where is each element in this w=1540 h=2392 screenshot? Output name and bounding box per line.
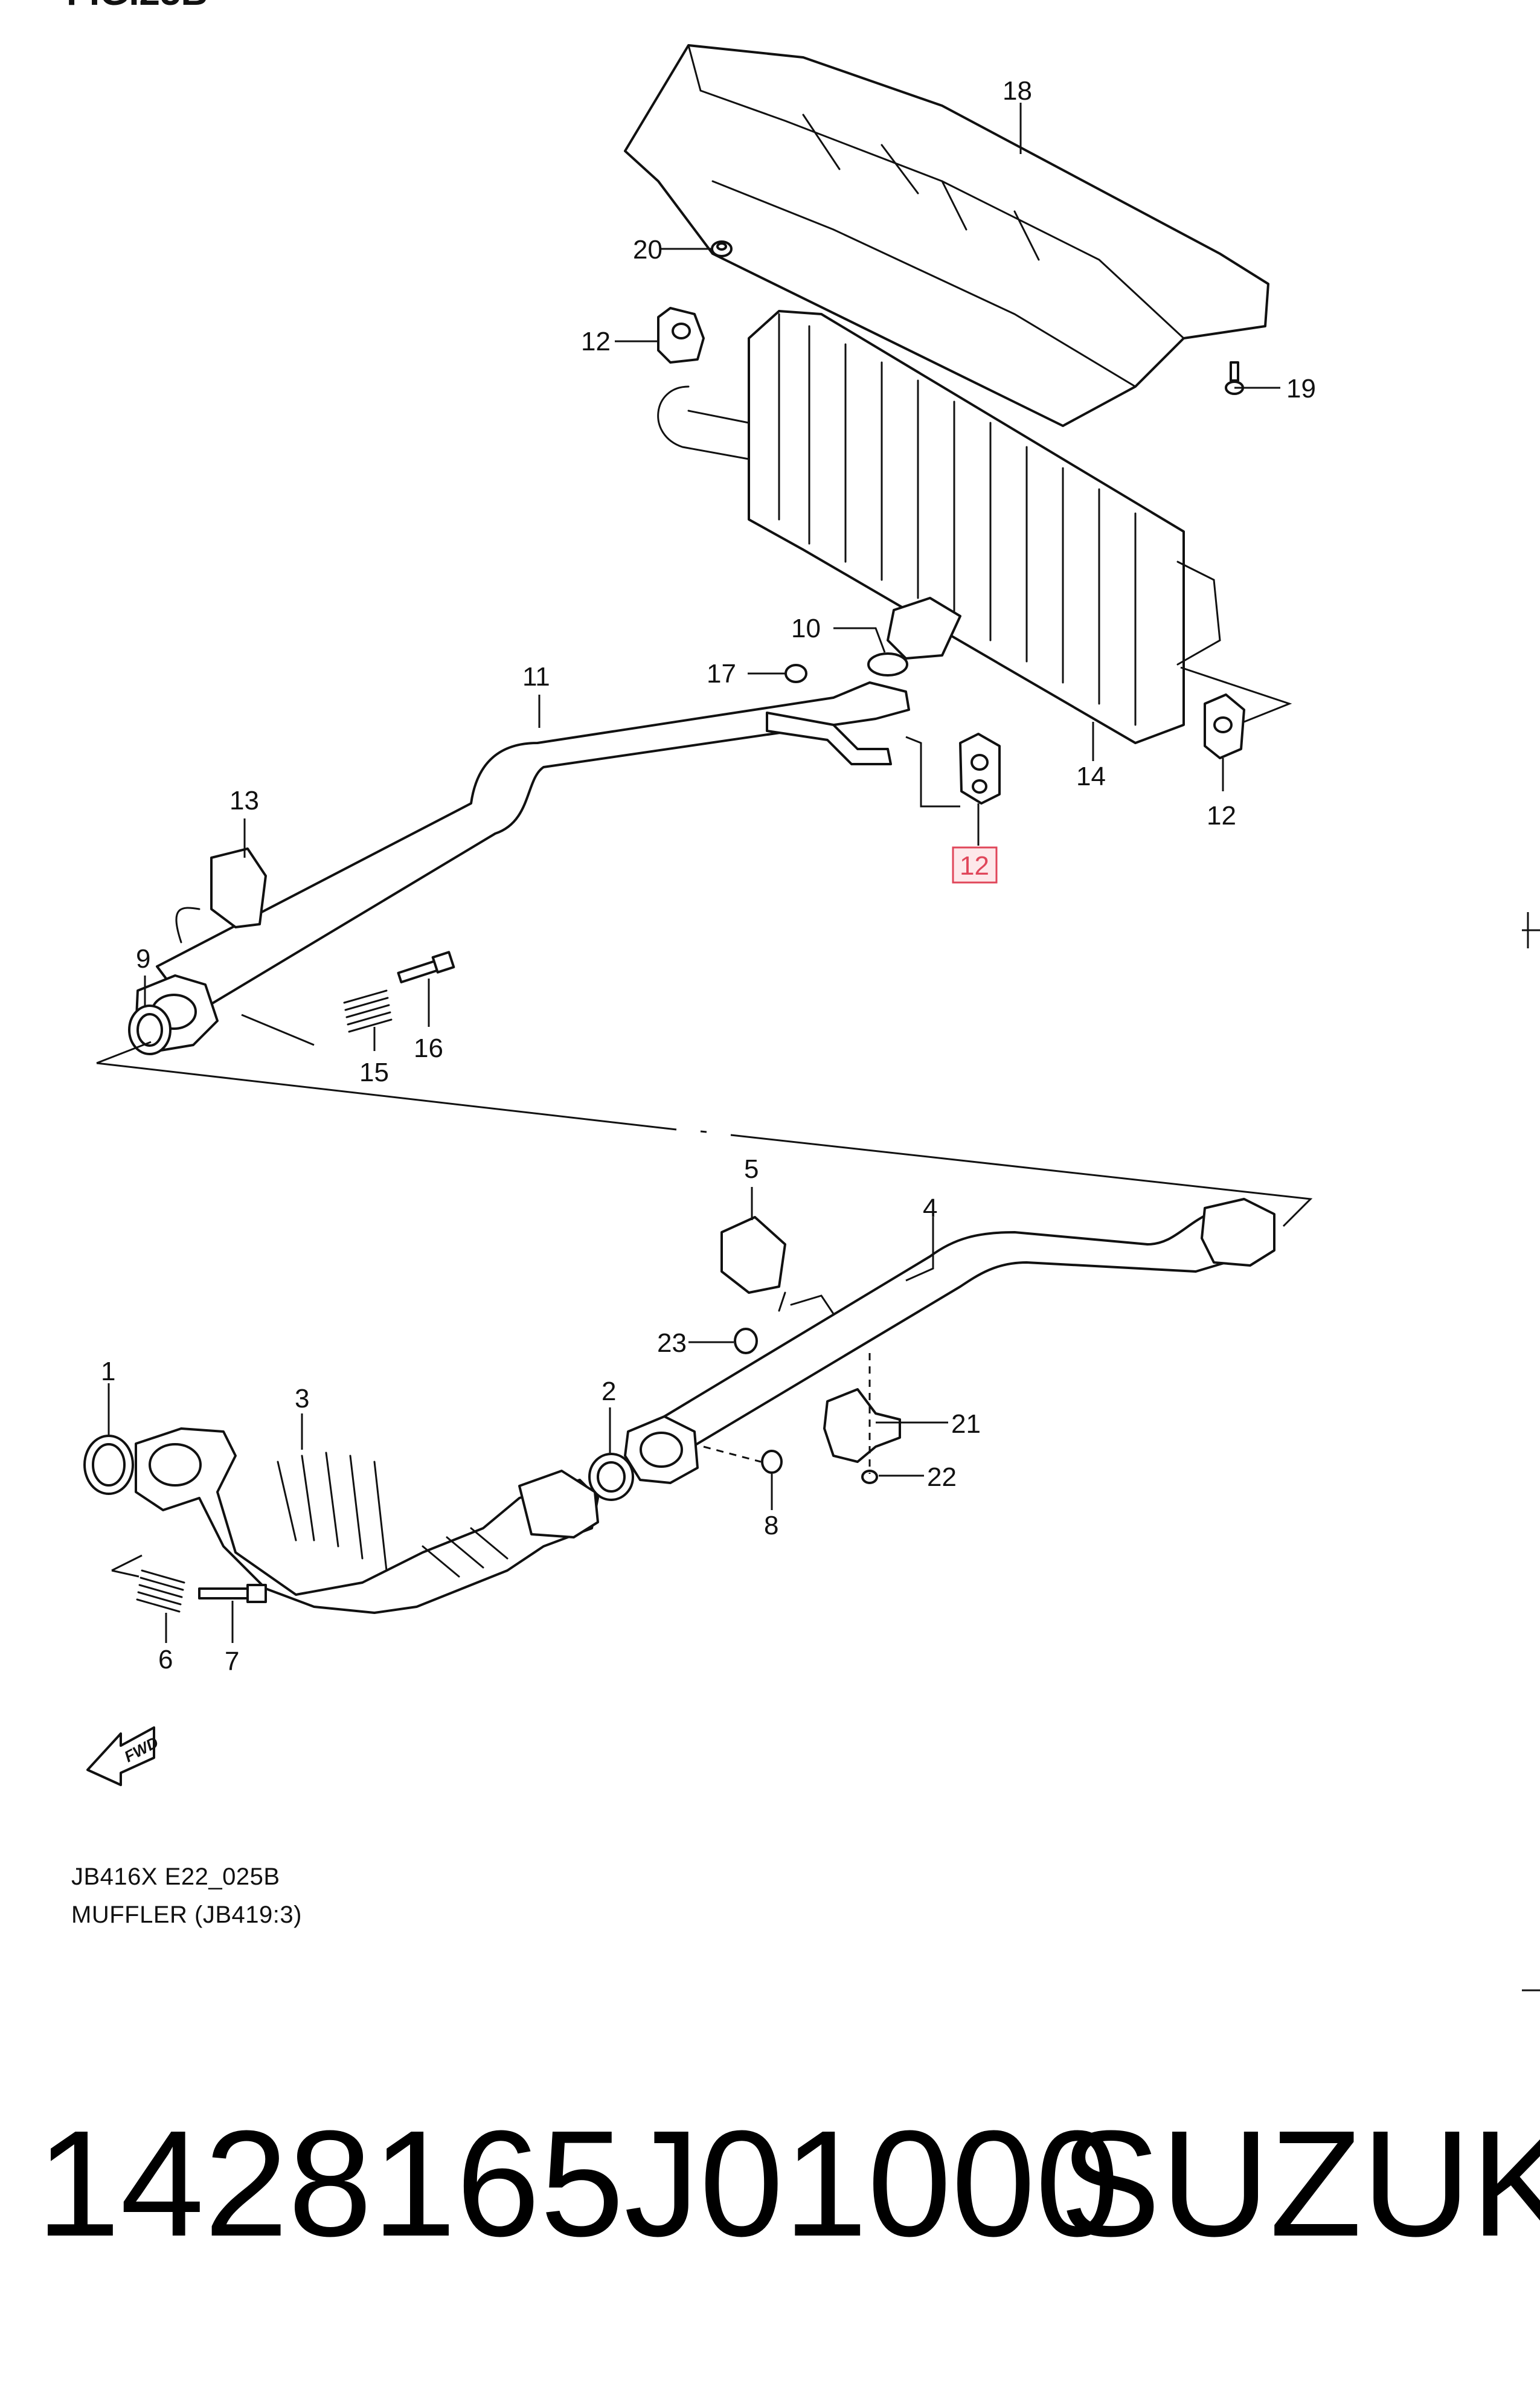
callout-20: 20 (633, 235, 663, 265)
callout-8: 8 (764, 1511, 778, 1540)
bracket-part-21 (823, 1388, 901, 1463)
callout-12-top: 12 (581, 327, 611, 356)
bolt-part-22 (861, 1470, 878, 1484)
nut-part-8 (761, 1450, 783, 1474)
callout-1: 1 (101, 1357, 115, 1386)
bolt-part-19 (1225, 361, 1244, 395)
callout-4: 4 (923, 1194, 937, 1223)
figure-label: FIG.25B (66, 0, 208, 13)
catalytic-converter-part-3 (135, 1427, 599, 1614)
callout-22: 22 (927, 1462, 957, 1492)
callout-19: 19 (1286, 374, 1316, 403)
callout-3: 3 (295, 1384, 309, 1413)
gasket-part-9 (128, 1005, 172, 1055)
leader-lines (107, 103, 1292, 1643)
exhaust-parts-diagram: FIG.25B (66, 0, 1540, 1992)
callout-12-highlighted: 12 (960, 851, 989, 881)
bolt-part-16 (397, 951, 455, 983)
callout-10: 10 (791, 614, 821, 643)
callout-numbers: 18 20 12 19 10 17 11 14 12 12 13 9 16 15… (101, 76, 1316, 1676)
brand-name: SUZUKI (1060, 2099, 1540, 2268)
nut-part-20 (711, 240, 733, 257)
muffler-part-14 (657, 310, 1221, 744)
callout-15: 15 (359, 1058, 389, 1087)
hanger-part-5 (720, 1216, 786, 1294)
nut-part-23 (734, 1328, 758, 1354)
rubber-hanger-part-12-top (657, 307, 705, 364)
bolt-part-7 (198, 1584, 267, 1603)
callout-13: 13 (229, 786, 259, 815)
lower-left-bracket-line (111, 1554, 143, 1578)
fwd-arrow-icon: FWD (86, 1726, 161, 1786)
diagram-code: JB416X E22_025B (71, 1863, 280, 1890)
part-number: 1428165J01000 (36, 2099, 1120, 2268)
callout-7: 7 (225, 1647, 239, 1676)
nut-part-17 (784, 664, 807, 683)
part-banner (0, 1993, 1540, 2392)
callout-6: 6 (158, 1645, 173, 1674)
hanger-part-13 (210, 847, 267, 928)
edge-tick-top (1522, 912, 1540, 948)
gasket-part-2 (588, 1453, 634, 1501)
muffler-inlet-flange (887, 597, 961, 660)
callout-21: 21 (951, 1409, 981, 1439)
spring-part-6 (136, 1569, 185, 1613)
gasket-part-10 (867, 652, 908, 677)
callout-17: 17 (707, 659, 736, 689)
callout-11: 11 (522, 662, 550, 692)
section-divider-left (96, 1041, 152, 1064)
callout-16: 16 (414, 1034, 443, 1063)
rubber-hanger-part-12-right (1204, 693, 1245, 759)
gasket-part-1 (83, 1435, 134, 1495)
spring-part-15 (343, 989, 393, 1033)
heat-shield-part-18 (624, 44, 1269, 427)
front-pipe-part-4 (624, 1198, 1275, 1484)
callout-12-highlight-box (952, 846, 998, 884)
callout-18: 18 (1003, 76, 1032, 106)
callout-5: 5 (744, 1154, 759, 1184)
callout-23: 23 (657, 1328, 687, 1358)
rubber-hanger-part-12-highlighted (959, 733, 1001, 805)
section-divider-line (96, 1062, 1313, 1227)
callout-12-right: 12 (1207, 801, 1236, 831)
callout-14: 14 (1076, 762, 1106, 791)
callout-2: 2 (602, 1377, 616, 1406)
callout-9: 9 (136, 944, 150, 974)
diagram-title: MUFFLER (JB419:3) (71, 1902, 302, 1928)
